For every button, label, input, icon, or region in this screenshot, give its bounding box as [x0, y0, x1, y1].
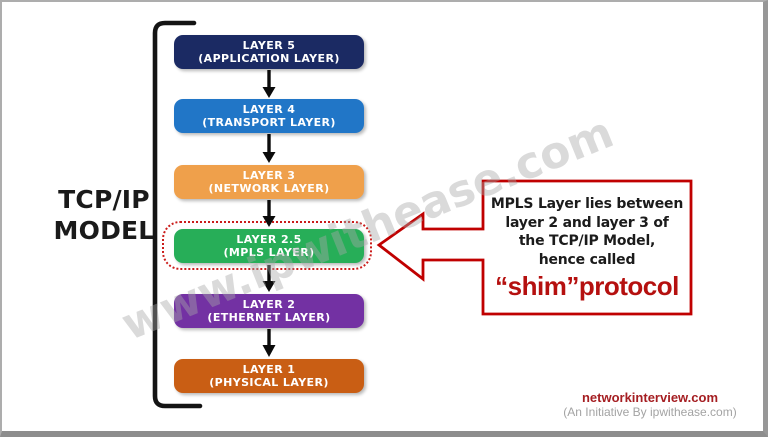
footer-site-link[interactable]: networkinterview.com — [581, 390, 719, 405]
layer-subtitle: (ETHERNET LAYER) — [207, 311, 331, 324]
layer-box-2-5: LAYER 2.5 (MPLS LAYER) — [174, 229, 364, 263]
layer-name: LAYER 2 — [242, 298, 296, 311]
layer-subtitle: (TRANSPORT LAYER) — [202, 116, 336, 129]
footer: networkinterview.com (An Initiative By i… — [545, 390, 755, 420]
callout-line: layer 2 and layer 3 of — [505, 214, 669, 231]
layer-box-2: LAYER 2 (ETHERNET LAYER) — [174, 294, 364, 328]
diagram-title-line2: MODEL — [53, 216, 155, 245]
callout-emphasis: “shim”protocol — [495, 271, 679, 301]
layer-box-5: LAYER 5 (APPLICATION LAYER) — [174, 35, 364, 69]
layer-name: LAYER 3 — [242, 169, 296, 182]
layer-subtitle: (NETWORK LAYER) — [208, 182, 330, 195]
layer-subtitle: (MPLS LAYER) — [223, 246, 315, 259]
layer-name: LAYER 2.5 — [236, 233, 302, 246]
mpls-highlight-outline — [162, 221, 372, 270]
flow-arrow-5-to-4 — [262, 70, 276, 98]
layer-box-1: LAYER 1 (PHYSICAL LAYER) — [174, 359, 364, 393]
layer-subtitle: (PHYSICAL LAYER) — [209, 376, 329, 389]
layer-box-4: LAYER 4 (TRANSPORT LAYER) — [174, 99, 364, 133]
callout-line: the TCP/IP Model, — [518, 233, 656, 249]
flow-arrow-2-to-1 — [262, 329, 276, 357]
layer-subtitle: (APPLICATION LAYER) — [198, 52, 340, 65]
callout: MPLS Layer lies between layer 2 and laye… — [484, 181, 690, 314]
flow-arrow-4-to-3 — [262, 134, 276, 163]
diagram-title: TCP/IP MODEL — [30, 184, 178, 246]
layer-name: LAYER 1 — [242, 363, 296, 376]
layer-box-3: LAYER 3 (NETWORK LAYER) — [174, 165, 364, 199]
layer-name: LAYER 5 — [242, 39, 296, 52]
layer-name: LAYER 4 — [242, 103, 296, 116]
diagram-title-line1: TCP/IP — [58, 185, 150, 214]
callout-line: MPLS Layer lies between — [490, 196, 684, 212]
callout-line: hence called — [538, 251, 636, 268]
footer-tagline: (An Initiative By ipwithease.com) — [563, 405, 737, 419]
